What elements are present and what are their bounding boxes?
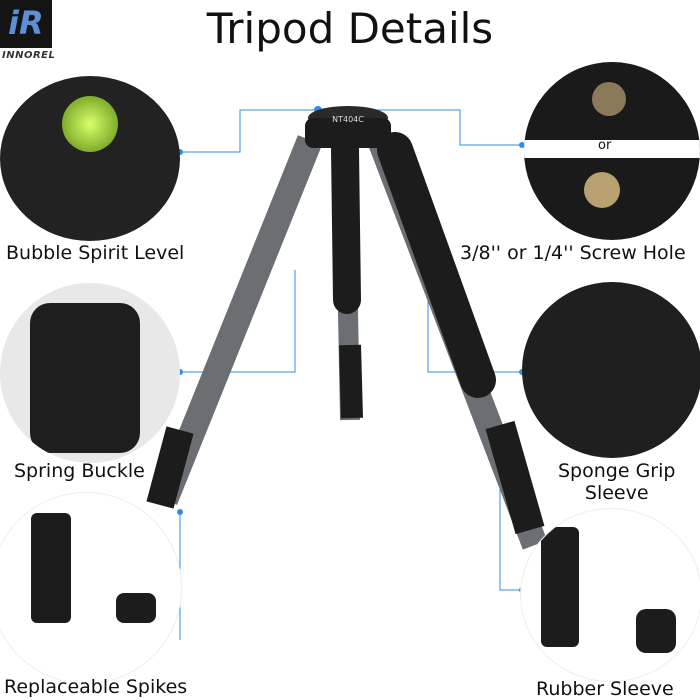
rubber-sleeve-photo: [520, 508, 700, 682]
screw-hole-photo: [524, 62, 700, 240]
screw-hole-icon: [592, 82, 626, 116]
brand-logo: iR: [0, 0, 52, 48]
label-sponge-grip-line2: Sleeve: [584, 482, 649, 504]
spring-buckle-photo: [0, 283, 180, 463]
model-label: NT404C: [332, 115, 364, 124]
center-leg-grip: [331, 136, 361, 314]
label-spring-buckle: Spring Buckle: [14, 460, 145, 482]
brand-logo-mark: iR: [8, 4, 44, 42]
bubble-level-photo: [0, 76, 180, 241]
label-rubber-sleeve: Rubber Sleeve: [536, 678, 674, 700]
label-bubble-level: Bubble Spirit Level: [6, 242, 185, 264]
sponge-grip-photo: [522, 282, 700, 458]
label-sponge-grip-line1: Sponge Grip: [558, 460, 676, 482]
tripod-head-body: [305, 118, 391, 148]
page-title: Tripod Details: [206, 4, 494, 53]
label-spikes: Replaceable Spikes: [4, 676, 188, 698]
screw-hole-icon: [584, 172, 620, 208]
bubble-level-icon: [62, 96, 118, 152]
label-sponge-grip: Sponge Grip Sleeve: [558, 460, 675, 504]
left-leg-lock: [146, 426, 194, 509]
sponge-grip: [377, 132, 496, 398]
brand-name: INNOREL: [2, 50, 56, 61]
center-leg-lock: [339, 344, 363, 419]
right-leg-lock: [485, 420, 545, 535]
spikes-photo: [0, 492, 182, 684]
screw-or-text: or: [598, 138, 612, 153]
label-screw-hole: 3/8'' or 1/4'' Screw Hole: [460, 242, 686, 264]
